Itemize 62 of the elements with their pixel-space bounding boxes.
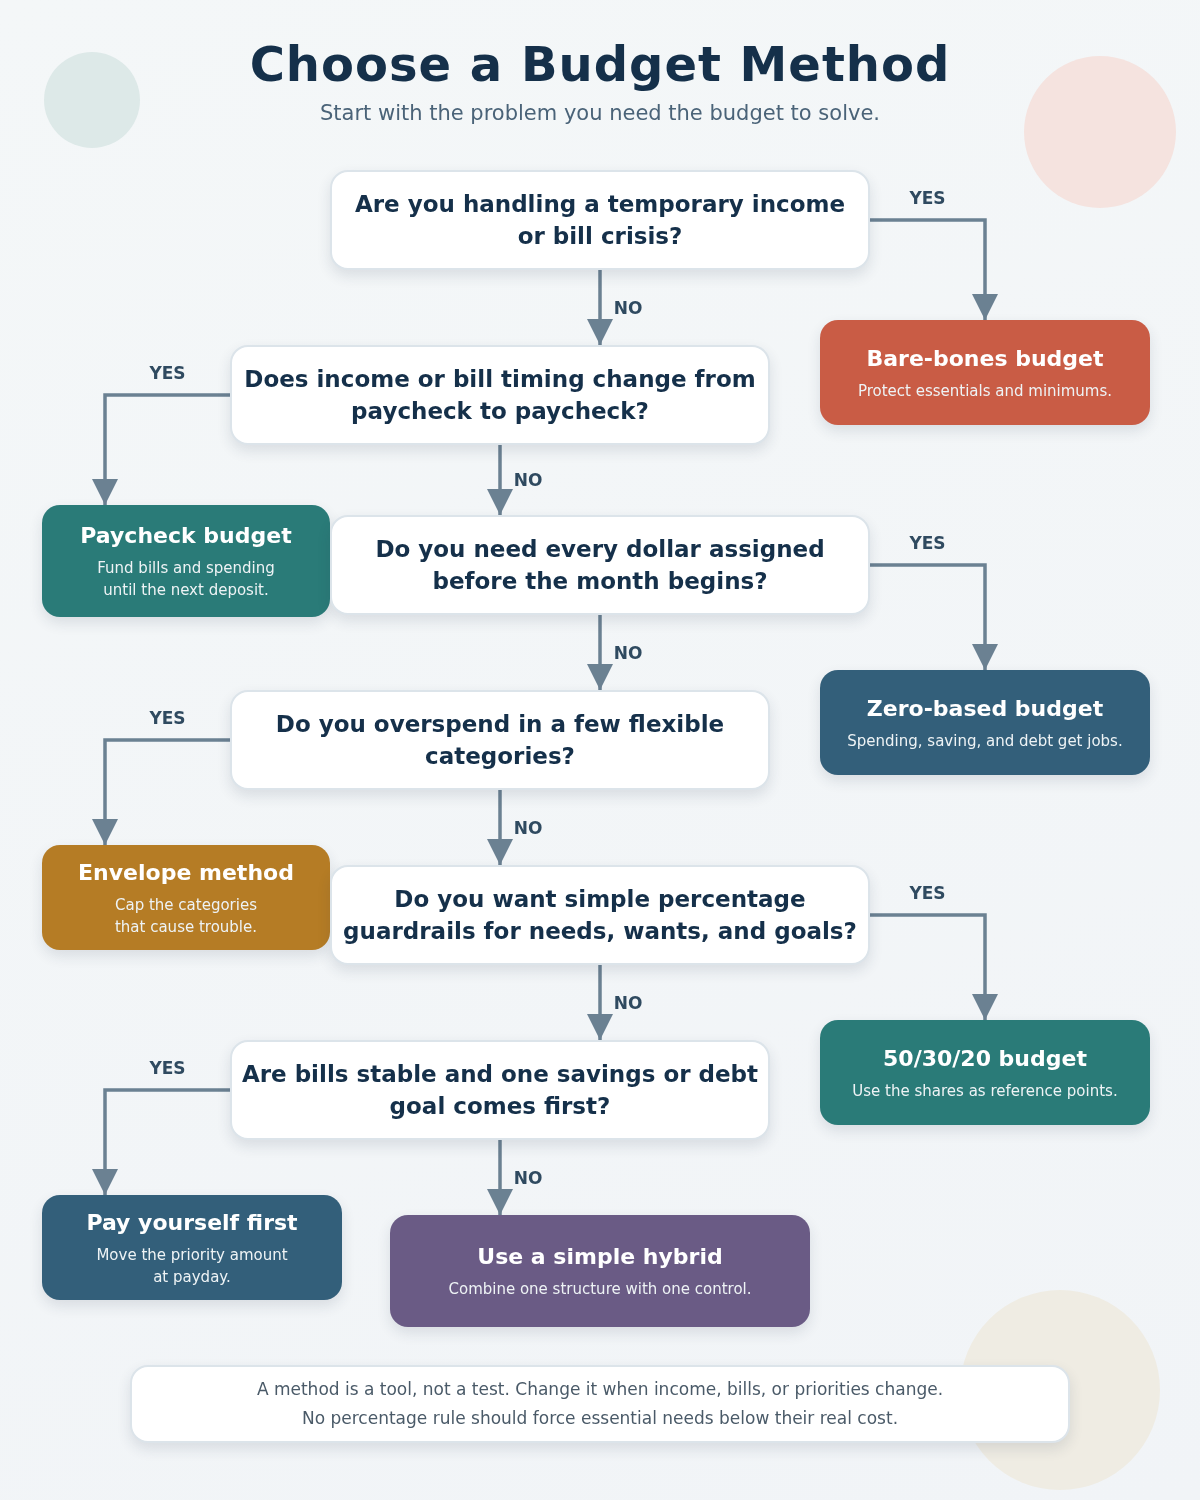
arrow <box>870 218 998 320</box>
question-text: Do you overspend in a few flexible categories? <box>274 710 726 771</box>
edge-label: YES <box>149 708 186 728</box>
note-text: No percentage rule should force essential needs below their real cost. <box>301 1407 899 1430</box>
question-box <box>230 690 770 790</box>
edge-label: NO <box>513 1167 543 1188</box>
result-box <box>42 845 330 950</box>
result-title: Paycheck budget <box>80 522 292 550</box>
result-description: Cap the categories that cause trouble. <box>113 894 259 938</box>
result-box <box>42 1195 342 1300</box>
arrow <box>92 738 230 845</box>
arrow <box>870 563 998 670</box>
question-text: Are you handling a temporary income or bill crisis? <box>353 190 847 251</box>
result-description: Fund bills and spending until the next deposit. <box>96 558 276 601</box>
arrow <box>487 445 513 515</box>
arrow <box>587 615 613 690</box>
edge-label: NO <box>513 470 543 490</box>
result-title: Pay yourself first <box>86 1208 298 1237</box>
result-description: Use the shares as reference points. <box>852 1080 1118 1102</box>
result-description: Move the priority amount at payday. <box>95 1244 289 1288</box>
result-description: Protect essentials and minimums. <box>857 380 1113 402</box>
result-title: Bare-bones budget <box>866 344 1104 373</box>
result-description: Spending, saving, and debt get jobs. <box>847 730 1123 752</box>
result-box <box>820 1020 1150 1125</box>
arrow <box>870 913 998 1020</box>
result-box <box>820 670 1150 775</box>
result-box <box>820 320 1150 425</box>
question-text: Do you need every dollar assigned before the month begins? <box>374 535 826 596</box>
result-description: Combine one structure with one control. <box>448 1279 752 1300</box>
edge-label: YES <box>149 363 186 383</box>
edge-label: NO <box>613 992 643 1013</box>
result-title: Envelope method <box>78 858 294 887</box>
arrow <box>92 1088 230 1195</box>
arrow <box>587 965 613 1040</box>
question-text: Does income or bill timing change from paycheck to paycheck? <box>243 365 757 426</box>
result-title: Zero-based budget <box>866 694 1104 723</box>
title: Choose a Budget Method <box>248 36 952 92</box>
edge-label: YES <box>909 883 946 903</box>
edge-label: NO <box>613 297 643 318</box>
question-text: Are bills stable and one savings or debt goal comes first? <box>240 1060 760 1121</box>
question-box <box>230 1040 770 1140</box>
edge-label: YES <box>149 1058 186 1078</box>
edge-label: NO <box>513 817 543 838</box>
subtitle: Start with the problem you need the budget to solve. <box>319 101 881 125</box>
question-box <box>230 345 770 445</box>
arrow <box>587 270 613 345</box>
question-box <box>330 170 870 270</box>
result-title: Use a simple hybrid <box>477 1243 723 1271</box>
note-text: A method is a tool, not a test. Change it when income, bills, or priorities change. <box>256 1378 944 1401</box>
result-title: 50/30/20 budget <box>883 1044 1087 1073</box>
question-box <box>330 515 870 615</box>
arrow <box>487 790 513 865</box>
edge-label: YES <box>909 533 946 553</box>
note-box <box>130 1365 1070 1443</box>
question-text: Do you want simple percentage guardrails for needs, wants, and goals? <box>342 885 858 946</box>
result-box <box>390 1215 810 1327</box>
question-box <box>330 865 870 965</box>
result-box <box>42 505 330 617</box>
edge-label: NO <box>613 642 643 663</box>
arrow <box>487 1140 513 1215</box>
edge-label: YES <box>909 188 946 208</box>
arrow <box>92 393 230 505</box>
